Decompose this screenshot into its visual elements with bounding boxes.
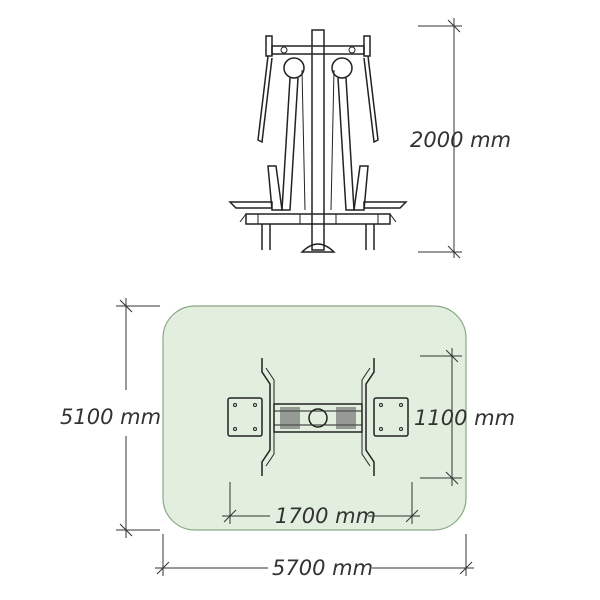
width-dimension: 5700 mm <box>155 534 474 580</box>
right-leg <box>365 224 375 250</box>
right-inner-arm <box>337 77 355 211</box>
height-label: 2000 mm <box>410 128 511 152</box>
left-handle-top <box>265 35 273 57</box>
left-seat-pad <box>227 397 263 437</box>
left-arm-plan <box>261 358 271 476</box>
right-arm <box>363 55 379 144</box>
inner-width-dimension: 1100 mm <box>414 348 515 486</box>
width-label: 5700 mm <box>272 556 373 580</box>
central-post <box>311 29 325 251</box>
left-leg <box>261 224 271 250</box>
central-frame <box>273 403 363 433</box>
left-pivot <box>283 57 305 79</box>
left-inner-arm <box>281 77 299 211</box>
central-post-plan <box>308 408 328 428</box>
right-arm-plan <box>365 358 375 476</box>
safety-zone <box>162 305 467 531</box>
right-pivot <box>331 57 353 79</box>
left-arm <box>257 55 273 144</box>
length-label: 5100 mm <box>60 405 161 429</box>
left-seat <box>228 201 273 209</box>
plan-view <box>227 358 409 476</box>
height-dimension: 2000 mm <box>410 18 511 259</box>
lower-frame <box>245 213 391 225</box>
length-dimension: 5100 mm <box>60 298 161 538</box>
right-seat <box>363 201 408 209</box>
inner-span-dimension: 1700 mm <box>222 482 420 528</box>
inner-width-label: 1100 mm <box>414 406 515 430</box>
inner-span-label: 1700 mm <box>275 504 376 528</box>
right-seat-back <box>353 165 369 211</box>
elevation-view <box>228 29 408 253</box>
right-handle-top <box>363 35 371 57</box>
right-seat-pad <box>373 397 409 437</box>
post-base <box>300 243 336 253</box>
left-seat-back <box>267 165 283 211</box>
